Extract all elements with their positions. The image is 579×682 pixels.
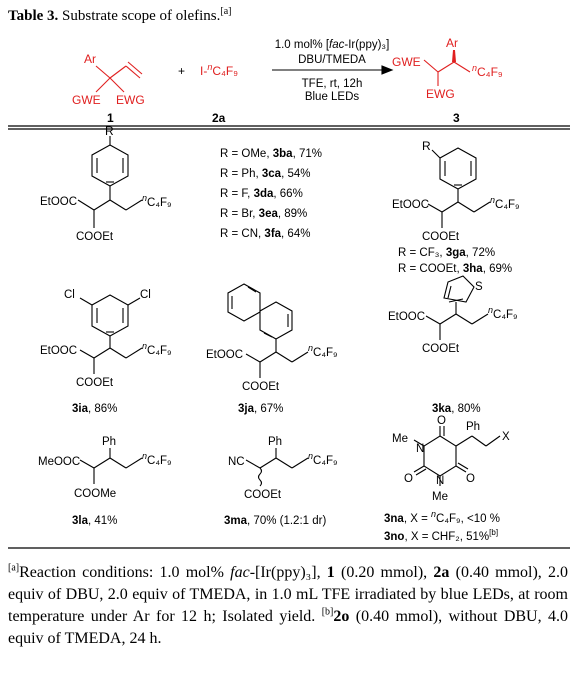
product-gwe: GWE (392, 55, 421, 69)
structure-3ja (227, 283, 309, 378)
r1-right-r: R (422, 139, 431, 153)
table-footnote: [a]Reaction conditions: 1.0 mol% fac-[Ir… (8, 562, 569, 647)
r1-left-ester: EtOOC (40, 196, 77, 208)
3ja-rf: nC₄F₉ (308, 343, 338, 359)
3la-ph: Ph (102, 436, 116, 448)
product-number: 3 (453, 111, 460, 125)
3ka-sulfur: S (475, 281, 483, 293)
3ka-rf: nC₄F₉ (488, 305, 518, 321)
conditions-solvent: TFE, rt, 12h (302, 78, 363, 90)
reactant-1-gwe: GWE (72, 93, 101, 107)
r1-right-ester-bottom: COOEt (422, 231, 460, 243)
3na-x: X (502, 431, 510, 443)
scheme-canvas: Ar GWE EWG 1 + I-nC₄F₉ 2a 1.0 mol% [fac-… (8, 36, 570, 549)
3ia-cl-right: Cl (140, 289, 151, 301)
r1-list-item-4: R = Br, 3ea, 89% (220, 208, 307, 220)
3ja-ester: EtOOC (206, 349, 243, 361)
3ia-ester: EtOOC (40, 345, 77, 357)
3ja-label: 3ja, 67% (238, 403, 283, 415)
reactant-1-ewg: EWG (116, 93, 145, 107)
3ja-ester-bottom: COOEt (242, 381, 280, 393)
r1-list-item-3: R = F, 3da, 66% (220, 188, 303, 200)
r1-left-rf: nC₄F₉ (142, 193, 172, 209)
3ia-label: 3ia, 86% (72, 403, 117, 415)
conditions-base: DBU/TMEDA (298, 54, 366, 66)
conditions-catalyst: 1.0 mol% [fac-Ir(ppy)₃] (275, 39, 390, 51)
3ma-rf: nC₄F₉ (308, 451, 338, 467)
3ia-rf: nC₄F₉ (142, 341, 172, 357)
3na-me-bottom: Me (432, 491, 448, 503)
3na-n-bottom: N (436, 475, 444, 487)
structure-3ma (245, 448, 309, 487)
product-rf: nC₄F₉ (472, 63, 503, 79)
3la-rf: nC₄F₉ (142, 451, 172, 467)
3na-ph: Ph (466, 421, 480, 433)
product-wedge (452, 50, 456, 62)
reactant-1-ar: Ar (84, 52, 96, 66)
3na-label: 3na, X = nC₄F₉, <10 % (384, 509, 500, 525)
product-ar: Ar (446, 36, 458, 50)
structure-3ba-3fa (77, 136, 143, 228)
structure-3ka (425, 275, 489, 340)
reaction-arrowhead (381, 65, 394, 75)
reactant-1-number: 1 (107, 111, 114, 125)
3ma-ph: Ph (268, 436, 282, 448)
3ma-label: 3ma, 70% (1.2:1 dr) (224, 515, 326, 527)
3la-ester: MeOOC (38, 456, 80, 468)
r1-list-item-2: R = Ph, 3ca, 54% (220, 168, 310, 180)
product-ewg: EWG (426, 87, 455, 101)
r1-left-r: R (105, 124, 114, 138)
3la-ester-bottom: COOMe (74, 488, 116, 500)
footnote-a-mark: [a] (8, 562, 20, 574)
3na-o-top: O (437, 415, 446, 427)
product-3-structure (423, 50, 471, 86)
r1-left-ester-bottom: COOEt (76, 231, 114, 243)
structure-3na-3no (413, 426, 501, 486)
3na-me-top: Me (392, 433, 408, 445)
table-caption: Table 3. Substrate scope of olefins.[a] (8, 6, 232, 25)
conditions-light: Blue LEDs (305, 91, 360, 103)
3na-o-left: O (404, 473, 413, 485)
3na-o-right: O (466, 473, 475, 485)
3ma-ester-bottom: COOEt (244, 489, 282, 501)
structure-3la (79, 448, 143, 484)
3ka-ester: EtOOC (388, 311, 425, 323)
3ma-nitrile: NC (228, 456, 245, 468)
r1-list-item-1: R = OMe, 3ba, 71% (220, 148, 322, 160)
3ia-cl-left: Cl (64, 289, 75, 301)
caption-text: Substrate scope of olefins. (62, 8, 221, 24)
structure-3ia (79, 294, 143, 374)
3na-n-top: N (416, 443, 424, 455)
3ka-ester-bottom: COOEt (422, 343, 460, 355)
r1-right-line-1: R = CF₃, 3ga, 72% (398, 247, 495, 259)
3ia-ester-bottom: COOEt (76, 377, 114, 389)
reagent-number: 2a (212, 111, 226, 125)
3no-label: 3no, X = CHF₂, 51%[b] (384, 528, 498, 543)
structure-3ga-3ha (427, 147, 491, 228)
plus-sign: + (178, 64, 185, 78)
r1-right-ester: EtOOC (392, 199, 429, 211)
r1-right-line-2: R = COOEt, 3ha, 69% (398, 263, 512, 275)
3ka-label: 3ka, 80% (432, 403, 481, 415)
footnote-b-mark: [b] (321, 606, 334, 618)
reagent-2a: I-nC₄F₉ (200, 62, 238, 78)
r1-list-item-5: R = CN, 3fa, 64% (220, 228, 310, 240)
r1-right-rf: nC₄F₉ (490, 195, 520, 211)
caption-label: Table 3. (8, 8, 59, 24)
reactant-1-structure (95, 61, 143, 93)
3la-label: 3la, 41% (72, 515, 117, 527)
caption-note: [a] (220, 6, 232, 17)
